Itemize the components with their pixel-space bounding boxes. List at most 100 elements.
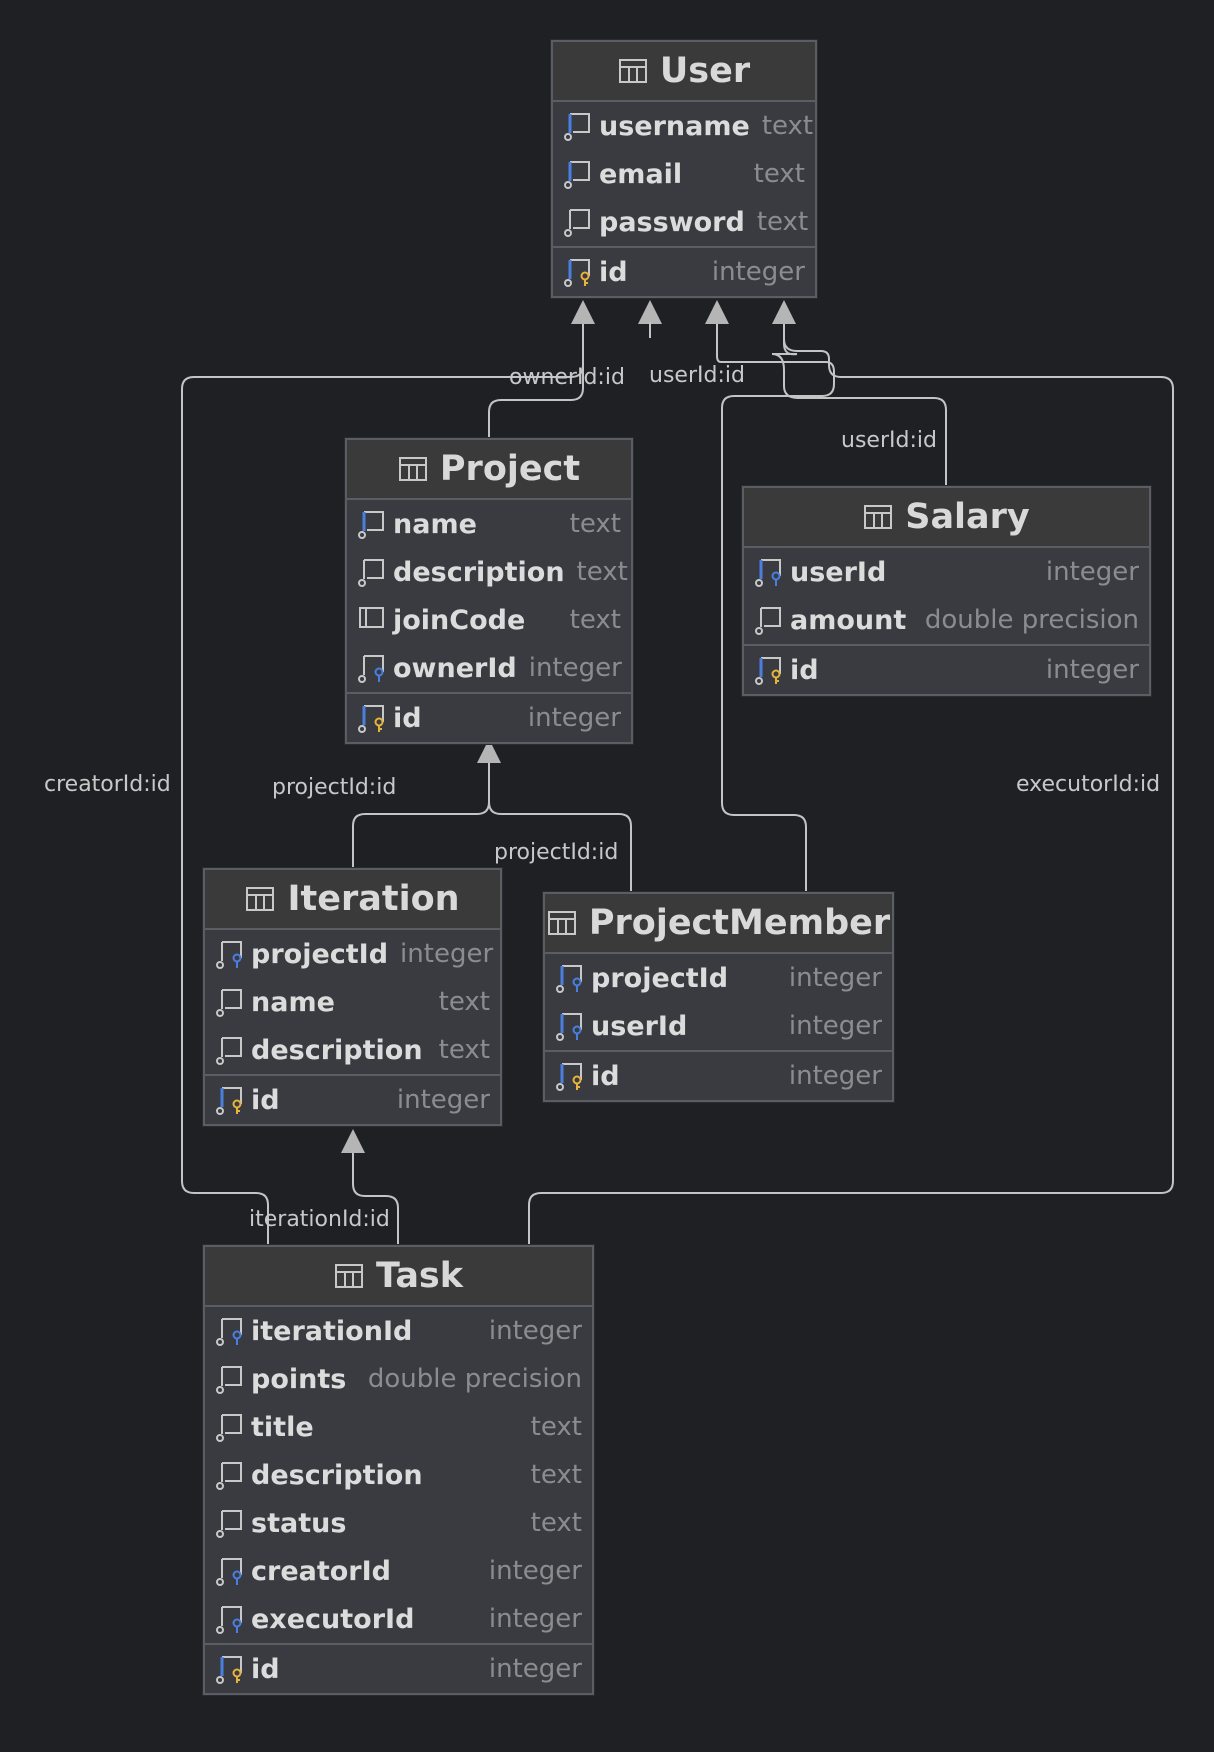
entity-title: ProjectMember bbox=[588, 903, 891, 943]
relation-label-task-creator: creatorId:id bbox=[44, 772, 171, 797]
relation-label-iteration-project: projectId:id bbox=[272, 775, 397, 800]
connector-projectmember-project bbox=[488, 762, 632, 892]
column-name: title bbox=[251, 1411, 314, 1443]
column-row[interactable]: executorId integer bbox=[205, 1595, 592, 1643]
entity-header[interactable]: Salary bbox=[744, 488, 1149, 548]
column-name: ownerId bbox=[393, 652, 517, 684]
connector-task-creator-user bbox=[181, 322, 584, 1245]
primary-key-row[interactable]: id integer bbox=[347, 692, 631, 742]
entity-header[interactable]: Task bbox=[205, 1247, 592, 1307]
column-type: integer bbox=[788, 963, 882, 993]
column-name: status bbox=[251, 1507, 347, 1539]
primary-key-icon bbox=[355, 702, 387, 734]
relation-label-projectmember-user: userId:id bbox=[649, 363, 745, 388]
relation-label-project-owner: ownerId:id bbox=[509, 365, 625, 390]
column-name: name bbox=[393, 508, 477, 540]
arrow-head-iteration bbox=[341, 1129, 365, 1153]
column-name: id bbox=[251, 1653, 280, 1685]
column-type: double precision bbox=[924, 605, 1139, 635]
entity-title: User bbox=[659, 51, 751, 91]
column-row[interactable]: password text bbox=[553, 198, 815, 246]
entity-title: Iteration bbox=[287, 879, 460, 919]
column-type: integer bbox=[488, 1654, 582, 1684]
column-name: executorId bbox=[251, 1603, 415, 1635]
column-icon-notnull bbox=[213, 986, 245, 1018]
foreign-key-icon bbox=[213, 1315, 245, 1347]
column-icon-notnull bbox=[213, 1459, 245, 1491]
column-icon-indexed bbox=[561, 110, 593, 142]
column-type: text bbox=[753, 159, 805, 189]
primary-key-icon bbox=[553, 1060, 585, 1092]
column-type: integer bbox=[400, 939, 494, 969]
column-type: text bbox=[756, 207, 809, 237]
column-icon-notnull bbox=[752, 604, 784, 636]
column-type: text bbox=[438, 1035, 490, 1065]
entity-header[interactable]: ProjectMember bbox=[545, 894, 892, 954]
entity-header[interactable]: Project bbox=[347, 440, 631, 500]
arrow-head-user-4 bbox=[772, 300, 796, 324]
foreign-key-indexed-icon bbox=[752, 556, 784, 588]
relation-label-projectmember-project: projectId:id bbox=[494, 840, 619, 865]
column-icon-indexed bbox=[355, 508, 387, 540]
column-type: text bbox=[530, 1460, 582, 1490]
column-name: id bbox=[599, 256, 628, 288]
column-icon-notnull bbox=[213, 1034, 245, 1066]
column-type: integer bbox=[488, 1604, 582, 1634]
column-type: double precision bbox=[367, 1364, 582, 1394]
column-name: password bbox=[599, 206, 745, 238]
column-row[interactable]: title text bbox=[205, 1403, 592, 1451]
table-icon bbox=[398, 456, 428, 482]
column-name: description bbox=[393, 556, 565, 588]
column-name: id bbox=[393, 702, 422, 734]
entity-header[interactable]: Iteration bbox=[205, 870, 500, 930]
column-name: id bbox=[591, 1060, 620, 1092]
primary-key-icon bbox=[213, 1653, 245, 1685]
foreign-key-icon bbox=[213, 1555, 245, 1587]
foreign-key-indexed-icon bbox=[553, 1010, 585, 1042]
column-row[interactable]: description text bbox=[205, 1451, 592, 1499]
column-type: text bbox=[530, 1412, 582, 1442]
column-icon-indexed bbox=[561, 158, 593, 190]
arrow-head-user-3 bbox=[705, 300, 729, 324]
column-name: description bbox=[251, 1459, 423, 1491]
column-type: integer bbox=[527, 703, 621, 733]
primary-key-icon bbox=[752, 654, 784, 686]
table-icon bbox=[547, 910, 577, 936]
column-type: integer bbox=[788, 1011, 882, 1041]
column-type: text bbox=[761, 111, 814, 141]
relation-label-task-executor: executorId:id bbox=[1016, 772, 1161, 797]
column-name: creatorId bbox=[251, 1555, 391, 1587]
table-icon bbox=[334, 1263, 364, 1289]
column-name: id bbox=[790, 654, 819, 686]
entity-header[interactable]: User bbox=[553, 42, 815, 102]
primary-key-row[interactable]: id integer bbox=[205, 1643, 592, 1693]
